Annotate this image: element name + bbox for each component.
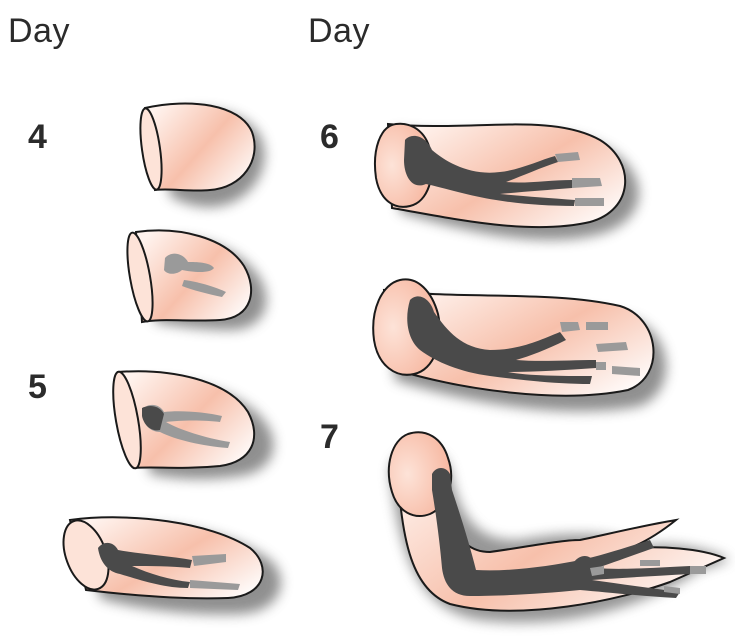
limb-bud-day4-late	[122, 230, 266, 330]
limb-bud-day5-early	[108, 370, 274, 479]
limb-bud-day4-early	[136, 103, 264, 207]
limb-day6-late	[373, 279, 666, 411]
limb-bud-day5-late	[55, 514, 281, 614]
limb-day6-early	[375, 124, 639, 240]
limb-day7	[389, 432, 730, 622]
